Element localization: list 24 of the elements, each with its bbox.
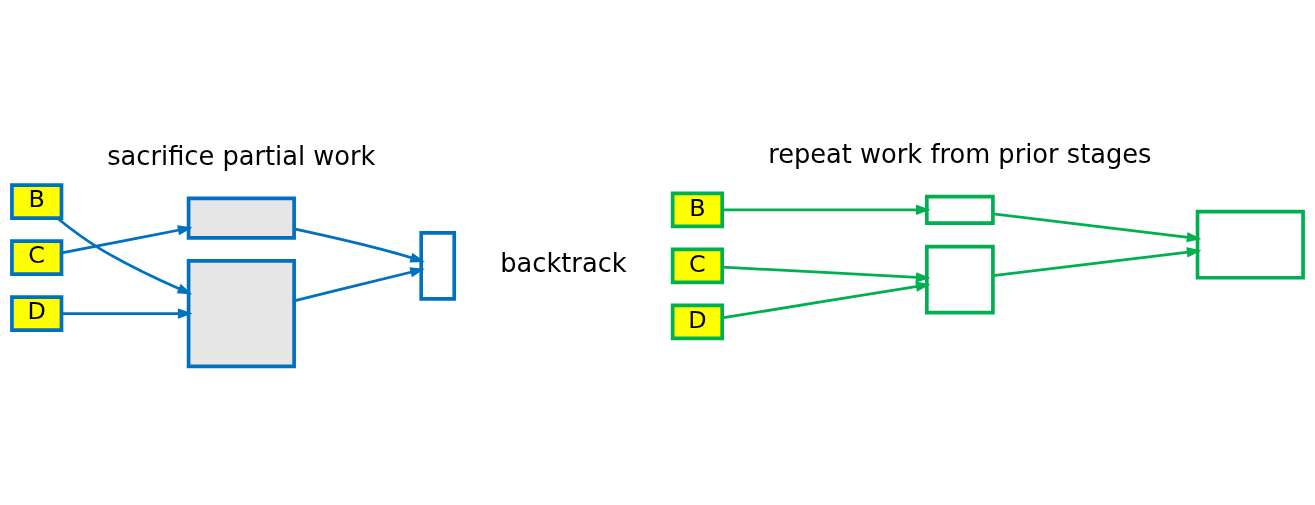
- arrow: [992, 211, 1202, 242]
- node-box: C: [10, 238, 64, 276]
- arrow: [293, 266, 425, 302]
- node-box: C: [670, 247, 725, 284]
- node-box: D: [10, 294, 64, 332]
- node-box: [925, 244, 995, 314]
- arrow: [61, 307, 193, 319]
- arrow: [722, 204, 931, 215]
- label: sacrifice partial work: [107, 140, 376, 171]
- node-box: [186, 196, 296, 240]
- node-box: [186, 258, 296, 368]
- arrow: [293, 226, 425, 263]
- arrow: [61, 224, 193, 254]
- node-box: [419, 230, 457, 301]
- arrow: [722, 265, 931, 282]
- node-box: B: [670, 191, 725, 228]
- node-box: [925, 194, 995, 225]
- node-box: [1195, 209, 1305, 280]
- label: repeat work from prior stages: [768, 138, 1152, 169]
- label: backtrack: [500, 247, 627, 278]
- node-box: D: [670, 302, 725, 340]
- node-box: B: [10, 182, 64, 220]
- arrow: [722, 280, 931, 319]
- arrow: [992, 246, 1202, 277]
